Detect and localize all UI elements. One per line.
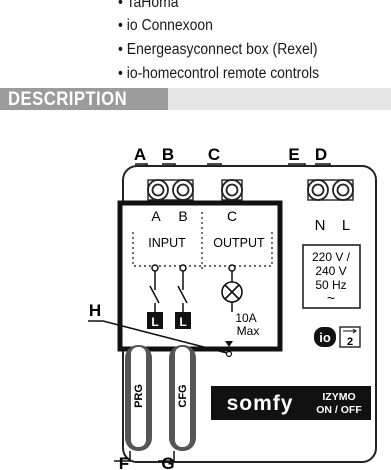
- leader-line-h: [88, 320, 228, 354]
- terminal-c-frame: [221, 179, 243, 201]
- switch-label-a: L: [151, 315, 158, 329]
- terminal-label-c: C: [227, 208, 237, 224]
- cfg-button-label[interactable]: CFG: [177, 384, 189, 407]
- callout-d: D: [315, 145, 327, 164]
- wiring-panel: [117, 200, 283, 352]
- callout-c: C: [208, 145, 220, 164]
- somfy-logo: somfy: [227, 392, 294, 415]
- ac-wave-icon: ~: [327, 290, 335, 306]
- compatible-devices-list: • TaHoma • io Connexoon • Energeasyconne…: [0, 0, 391, 96]
- rating-line-1: 10A: [235, 311, 256, 325]
- terminal-label-l: L: [342, 217, 350, 234]
- section-title: DESCRIPTION: [8, 89, 128, 110]
- wiring-schematic: [149, 264, 236, 312]
- indicator-arrow-icon: [225, 341, 233, 347]
- callout-a: A: [134, 145, 146, 164]
- section-header-bar: DESCRIPTION: [0, 88, 391, 110]
- voltage-line-2: 240 V: [315, 264, 346, 278]
- voltage-line-3: 50 Hz: [315, 278, 346, 292]
- model-line-1: IZYMO: [322, 391, 355, 403]
- io-badge: [314, 327, 336, 347]
- two-way-label: 2: [347, 336, 353, 348]
- terminal-label-n: N: [315, 217, 326, 234]
- input-label: INPUT: [148, 236, 186, 250]
- callout-e: E: [288, 145, 299, 164]
- io-logo: io: [319, 330, 331, 345]
- terminal-label-b: B: [178, 208, 187, 224]
- bullet-item: • TaHoma: [118, 0, 179, 11]
- section-header-tab: DESCRIPTION: [0, 88, 168, 110]
- prg-button-slot[interactable]: [131, 347, 146, 447]
- cfg-button-slot[interactable]: [175, 347, 190, 447]
- switch-box-b: [175, 312, 191, 329]
- voltage-label-box: [302, 244, 361, 309]
- prg-button-label[interactable]: PRG: [133, 384, 145, 408]
- leader-line-f: [114, 451, 131, 462]
- callout-g: G: [161, 454, 174, 470]
- two-way-arrow-icon: [343, 328, 357, 334]
- bullet-item: • io Connexoon: [118, 17, 213, 34]
- bullet-item: • Energeasyconnect box (Rexel): [118, 41, 318, 58]
- leader-line-g: [158, 451, 175, 462]
- callout-b: B: [162, 145, 174, 164]
- voltage-line-1: 220 V /: [312, 250, 351, 264]
- switch-box-a: [147, 312, 163, 329]
- prg-button[interactable]: PRG: [125, 345, 152, 451]
- lamp-icon: [221, 281, 243, 303]
- dotted-enclosure: [132, 232, 273, 267]
- callout-h: H: [89, 301, 101, 320]
- rating-line-2: Max: [237, 324, 260, 338]
- model-line-2: ON / OFF: [316, 404, 362, 416]
- switch-label-b: L: [179, 315, 186, 329]
- bullet-item: • io-homecontrol remote controls: [118, 65, 320, 82]
- terminal-label-a: A: [151, 208, 161, 224]
- brand-bar: [211, 386, 371, 420]
- cfg-button[interactable]: CFG: [169, 345, 196, 451]
- output-label: OUTPUT: [213, 236, 265, 250]
- terminal-pair-nl: [307, 179, 354, 201]
- terminal-pair-ab: [147, 179, 194, 201]
- callout-f: F: [119, 454, 129, 470]
- led-indicator: [225, 350, 233, 358]
